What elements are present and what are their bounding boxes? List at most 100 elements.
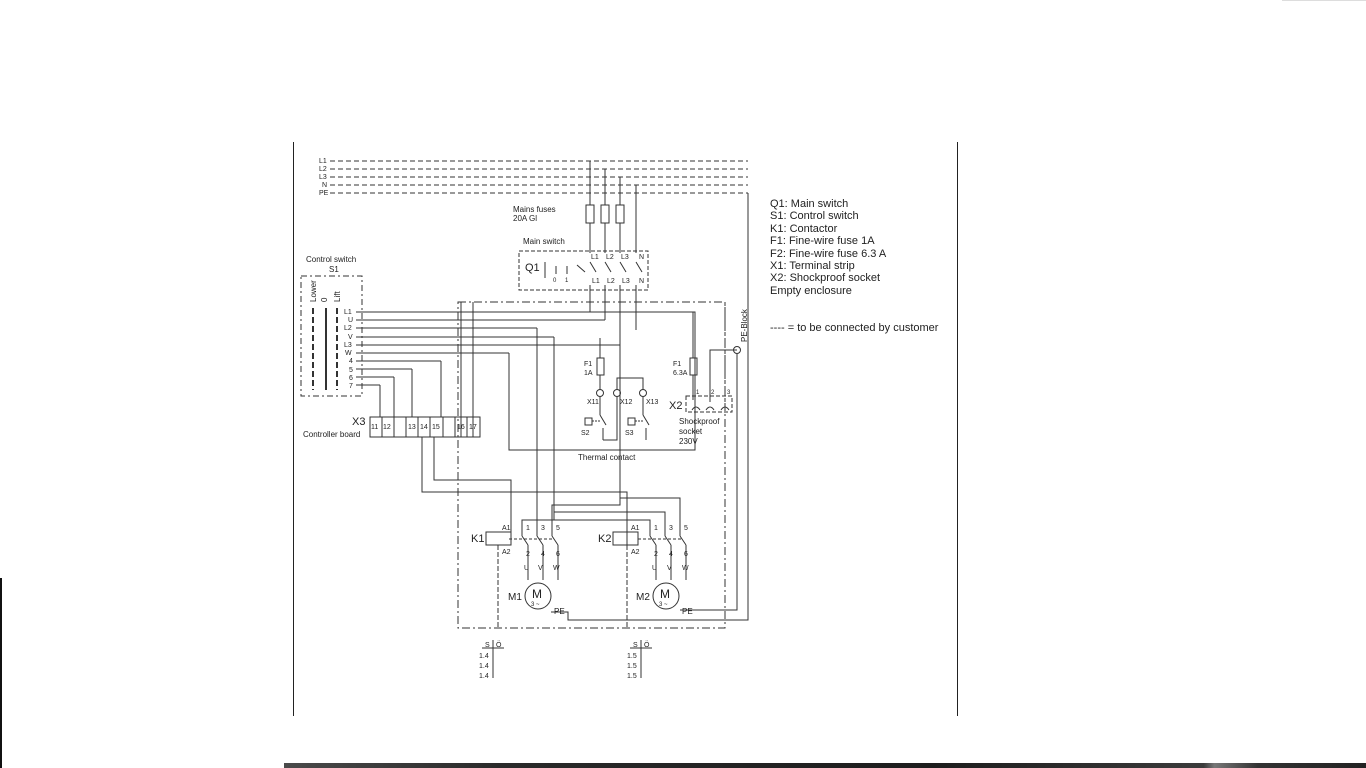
svg-text:W: W: [553, 565, 560, 572]
svg-text:PE: PE: [554, 607, 565, 616]
svg-text:U: U: [652, 565, 657, 572]
svg-text:M: M: [532, 587, 542, 601]
enclosure: [457, 301, 726, 629]
svg-text:L2: L2: [606, 254, 614, 261]
viewer-left-edge: [0, 578, 2, 768]
svg-text:0: 0: [320, 297, 329, 302]
line-label-l1: L1: [319, 158, 327, 165]
q1-label: Q1: [525, 262, 540, 274]
mains-fuses: [585, 204, 625, 224]
svg-text:S: S: [485, 642, 490, 649]
svg-text:PE: PE: [682, 607, 693, 616]
svg-text:1.5: 1.5: [627, 673, 637, 680]
svg-text:1.4: 1.4: [479, 663, 489, 670]
svg-text:3: 3: [669, 525, 673, 532]
line-label-pe: PE: [319, 190, 329, 197]
svg-text:3: 3: [727, 390, 731, 396]
svg-text:A1: A1: [502, 525, 511, 532]
svg-text:1: 1: [526, 525, 530, 532]
svg-text:3 ~: 3 ~: [659, 602, 668, 608]
contactor-k1: K1 A1 A2 1 3 5 2 4 6 U V W M 3 ~ M1 PE: [471, 328, 621, 628]
svg-text:1: 1: [565, 278, 569, 284]
terminal-x12: [613, 389, 621, 397]
svg-text:L2: L2: [344, 325, 352, 332]
svg-text:1.5: 1.5: [627, 663, 637, 670]
viewer-top-line: [1282, 0, 1366, 1]
motor-m2-label: M2: [636, 592, 650, 603]
svg-text:L3: L3: [621, 254, 629, 261]
svg-text:X12: X12: [620, 399, 633, 406]
svg-text:X13: X13: [646, 399, 659, 406]
svg-text:2: 2: [711, 390, 715, 396]
page-right-rule: [957, 142, 958, 716]
socket-x2: [685, 395, 733, 413]
svg-text:230V: 230V: [679, 437, 698, 446]
svg-text:S2: S2: [581, 430, 590, 437]
svg-text:socket: socket: [679, 427, 703, 436]
legend-item: X1: Terminal strip: [770, 260, 855, 273]
control-switch-s1: [300, 275, 363, 397]
fuse-f1-1a: [596, 357, 605, 376]
svg-text:6.3A: 6.3A: [673, 370, 688, 377]
svg-text:5: 5: [349, 367, 353, 374]
svg-text:U: U: [524, 565, 529, 572]
svg-text:F1: F1: [673, 361, 681, 368]
legend-item: F2: Fine-wire fuse 6.3 A: [770, 247, 887, 260]
fuse-f1-6-3a: [689, 357, 698, 376]
x3-label: X3: [352, 416, 365, 428]
contact-reference-k1: S Ö 1.4 1.4 1.4: [479, 640, 504, 680]
svg-text:6: 6: [349, 375, 353, 382]
mains-fuses-rating: 20A Gl: [513, 214, 537, 223]
component-legend: Q1: Main switch S1: Control switch K1: C…: [770, 198, 886, 297]
svg-text:A1: A1: [631, 525, 640, 532]
page-left-rule: [293, 142, 294, 716]
legend-item: X2: Shockproof socket: [770, 272, 881, 285]
line-label-l2: L2: [319, 166, 327, 173]
s1-terminals: L1 U L2 V L3 W 4 5 6 7: [344, 309, 353, 390]
thermal-contact-label: Thermal contact: [578, 453, 636, 462]
motor-m1-label: M1: [508, 592, 522, 603]
supply-lines: [330, 160, 748, 194]
switch-s2: [584, 417, 593, 426]
svg-text:F1: F1: [584, 361, 592, 368]
svg-text:11: 11: [371, 424, 378, 431]
legend-item: S1: Control switch: [770, 210, 859, 223]
svg-text:13: 13: [408, 424, 416, 431]
svg-text:M: M: [660, 587, 670, 601]
svg-text:V: V: [538, 565, 543, 572]
s1-label: S1: [329, 265, 339, 274]
svg-text:Shockproof: Shockproof: [679, 417, 720, 426]
svg-text:L1: L1: [592, 278, 600, 285]
pe-block-terminal: [733, 346, 741, 354]
svg-text:4: 4: [349, 358, 353, 365]
svg-text:U: U: [348, 317, 353, 324]
svg-text:Ö: Ö: [496, 641, 502, 649]
svg-text:1A: 1A: [584, 370, 593, 377]
terminal-x13: [639, 389, 647, 397]
svg-text:L3: L3: [344, 342, 352, 349]
legend-item: Q1: Main switch: [770, 198, 849, 210]
legend-item: F1: Fine-wire fuse 1A: [770, 235, 875, 248]
svg-text:0: 0: [553, 278, 557, 284]
svg-text:S3: S3: [625, 430, 634, 437]
svg-text:K1: K1: [471, 533, 484, 545]
terminal-x11: [596, 389, 604, 397]
contactor-k2: K2 A1 A2 1 3 5 2 4 6 U V W M 3 ~ M2 PE: [537, 497, 693, 628]
svg-text:3 ~: 3 ~: [531, 602, 540, 608]
svg-text:14: 14: [420, 424, 428, 431]
line-label-l3: L3: [319, 174, 327, 181]
svg-text:Lift: Lift: [333, 291, 342, 302]
contact-reference-k2: S Ö 1.5 1.5 1.5: [627, 640, 652, 680]
svg-text:L1: L1: [344, 309, 352, 316]
svg-text:5: 5: [684, 525, 688, 532]
svg-text:5: 5: [556, 525, 560, 532]
svg-text:3: 3: [541, 525, 545, 532]
svg-text:A2: A2: [502, 549, 511, 556]
pe-block-label: PE-Block: [740, 308, 749, 342]
mains-fuses-label: Mains fuses: [513, 205, 556, 214]
svg-text:7: 7: [349, 383, 353, 390]
legend-item: K1: Contactor: [770, 222, 838, 235]
svg-text:X2: X2: [669, 400, 682, 412]
switch-s3: [627, 417, 636, 426]
